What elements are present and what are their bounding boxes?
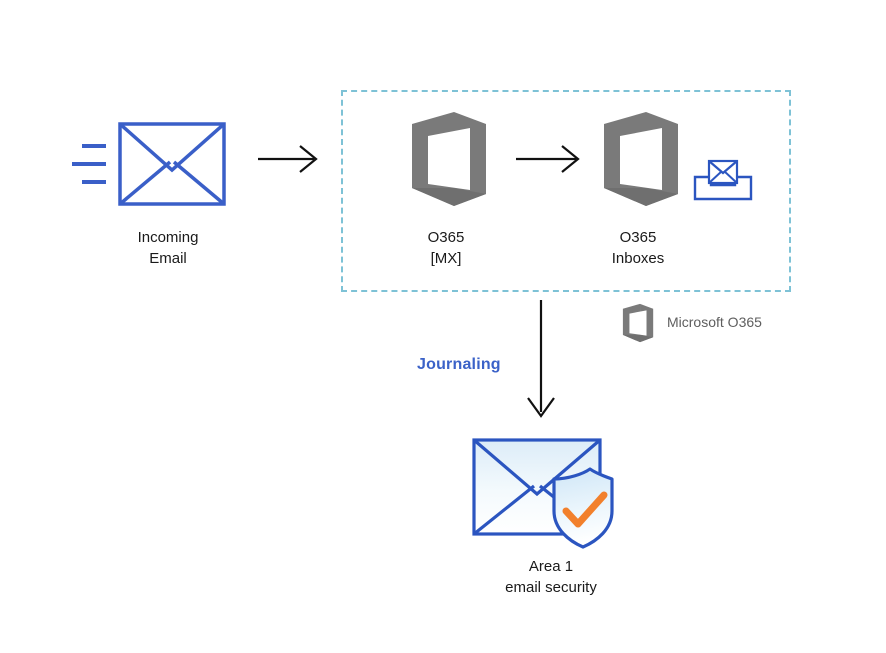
o365-inboxes-node xyxy=(598,110,684,208)
office-365-logo-icon xyxy=(622,303,654,343)
office-365-logo-icon xyxy=(604,112,678,206)
o365-mx-label: O365 [MX] xyxy=(427,229,465,267)
area1-node xyxy=(468,432,634,550)
arrow-mx-to-inboxes xyxy=(516,142,582,176)
arrow-incoming-to-mx xyxy=(258,142,320,176)
envelope-with-motion-lines-icon xyxy=(72,122,226,206)
inbox-tray-envelope-icon xyxy=(693,159,753,201)
incoming-email-label: Incoming Email xyxy=(137,229,199,267)
arrow-inboxes-to-area1 xyxy=(524,300,560,420)
area1-label: Area 1 email security xyxy=(505,558,597,596)
incoming-email-node xyxy=(70,118,230,210)
legend-label: Microsoft O365 xyxy=(667,314,762,330)
inbox-tray-node xyxy=(693,157,753,203)
o365-mx-node xyxy=(406,110,492,208)
email-security-shield-icon xyxy=(472,438,614,549)
arrow-right-icon xyxy=(258,145,318,173)
office-365-logo-icon xyxy=(412,112,486,206)
arrow-down-icon xyxy=(527,300,555,418)
arrow-right-icon xyxy=(516,145,580,173)
o365-inboxes-label: O365 Inboxes xyxy=(611,229,665,267)
journaling-label: Journaling xyxy=(417,356,501,373)
microsoft-o365-boundary-zone xyxy=(341,90,791,292)
legend-o365-icon-wrap xyxy=(620,303,656,343)
